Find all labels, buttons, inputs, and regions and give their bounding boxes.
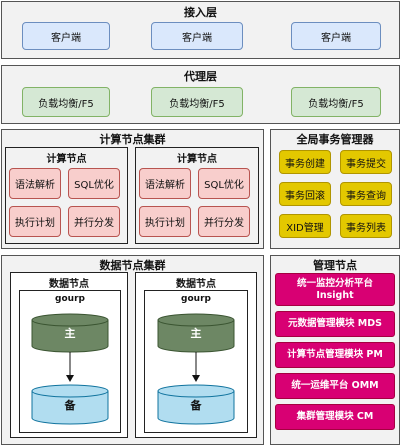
group-label: gourp <box>181 294 211 304</box>
function-parse: 语法解析 <box>139 168 191 199</box>
function-exec-plan: 执行计划 <box>9 206 61 237</box>
function-parse: 语法解析 <box>9 168 61 199</box>
tx-rollback: 事务回滚 <box>279 182 331 206</box>
module-insight: 统一监控分析平台 Insight <box>275 273 395 306</box>
client-box-3: 客户端 <box>291 22 381 50</box>
module-mds: 元数据管理模块 MDS <box>275 311 395 337</box>
compute-cluster-title: 计算节点集群 <box>99 133 166 146</box>
tx-create: 事务创建 <box>279 150 331 174</box>
standby-db-label: 备 <box>64 398 77 412</box>
standby-db-cylinder: 备 <box>31 384 109 425</box>
access-layer-title: 接入层 <box>184 6 217 19</box>
tx-xid-manage: XID管理 <box>279 214 331 238</box>
primary-db-label: 主 <box>65 326 76 340</box>
replica-diagram-2: 主 备 <box>157 313 235 425</box>
primary-db-label: 主 <box>191 326 202 340</box>
module-cm: 集群管理模块 CM <box>275 404 395 430</box>
module-omm: 统一运维平台 OMM <box>275 373 395 399</box>
standby-db-label: 备 <box>190 398 203 412</box>
load-balancer-box-1: 负载均衡/F5 <box>22 87 110 117</box>
module-insight-line1: 统一监控分析平台 <box>296 277 373 289</box>
client-box-2: 客户端 <box>151 22 243 50</box>
load-balancer-box-3: 负载均衡/F5 <box>291 87 381 117</box>
replication-arrow <box>66 352 74 382</box>
primary-db-cylinder: 主 <box>31 313 109 353</box>
data-node-title: 数据节点 <box>176 279 216 290</box>
load-balancer-box-2: 负载均衡/F5 <box>151 87 243 117</box>
transaction-manager-title: 全局事务管理器 <box>296 133 374 146</box>
primary-db-cylinder: 主 <box>157 313 235 353</box>
function-exec-plan: 执行计划 <box>139 206 191 237</box>
replica-diagram-1: 主 备 <box>31 313 109 425</box>
standby-db-cylinder: 备 <box>157 384 235 425</box>
tx-commit: 事务提交 <box>340 150 392 174</box>
group-label: gourp <box>55 294 85 304</box>
management-node-title: 管理节点 <box>313 259 357 272</box>
compute-node-title: 计算节点 <box>46 154 87 165</box>
function-parallel-dispatch: 并行分发 <box>68 206 120 237</box>
compute-node-title: 计算节点 <box>177 154 217 165</box>
module-insight-line2: Insight <box>316 289 354 301</box>
client-box-1: 客户端 <box>22 22 110 50</box>
function-sql-optimize: SQL优化 <box>198 168 250 199</box>
tx-query: 事务查询 <box>340 182 392 206</box>
function-sql-optimize: SQL优化 <box>68 168 120 199</box>
module-pm: 计算节点管理模块 PM <box>275 342 395 368</box>
replication-arrow <box>192 352 200 382</box>
tx-list: 事务列表 <box>340 214 392 238</box>
data-node-title: 数据节点 <box>49 279 89 290</box>
proxy-layer-title: 代理层 <box>184 70 217 83</box>
data-cluster-title: 数据节点集群 <box>99 259 166 272</box>
function-parallel-dispatch: 并行分发 <box>198 206 250 237</box>
